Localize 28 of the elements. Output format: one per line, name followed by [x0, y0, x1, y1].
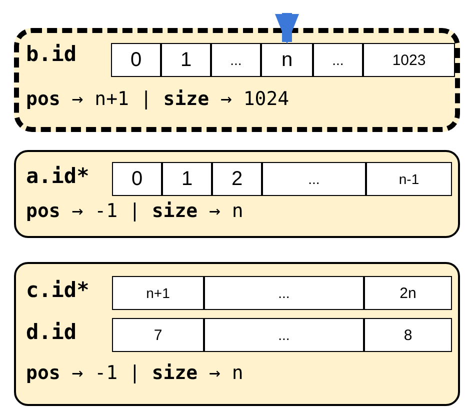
array-cell: 0: [111, 43, 161, 77]
array-cell: 7: [112, 318, 204, 352]
array-cell: 1: [161, 43, 211, 77]
array-cell: 8: [364, 318, 452, 352]
array-cell: ...: [313, 43, 363, 77]
array-name: b.id: [26, 42, 77, 66]
array-cell: ...: [262, 162, 366, 196]
array-panel: [14, 262, 460, 406]
array-cell: 0: [112, 162, 162, 196]
array-cell: n+1: [112, 276, 204, 310]
array-cell: ...: [211, 43, 261, 77]
pointer-arrow: [275, 13, 299, 44]
array-name: c.id*: [26, 278, 90, 302]
array-name: d.id: [26, 320, 77, 344]
array-cell: ...: [204, 276, 364, 310]
status-text: pos → n+1 | size → 1024: [26, 88, 290, 110]
array-name: a.id*: [26, 164, 90, 188]
array-cell: ...: [204, 318, 364, 352]
array-cell: 2n: [364, 276, 452, 310]
status-text: pos → -1 | size → n: [26, 362, 244, 384]
array-cell: 1023: [363, 43, 455, 77]
array-cell: 2: [212, 162, 262, 196]
array-cell: n: [261, 43, 313, 77]
status-text: pos → -1 | size → n: [26, 200, 244, 222]
array-panel: [14, 150, 460, 238]
array-cell: 1: [162, 162, 212, 196]
array-cell: n-1: [366, 162, 452, 196]
array-panel: [14, 28, 460, 132]
